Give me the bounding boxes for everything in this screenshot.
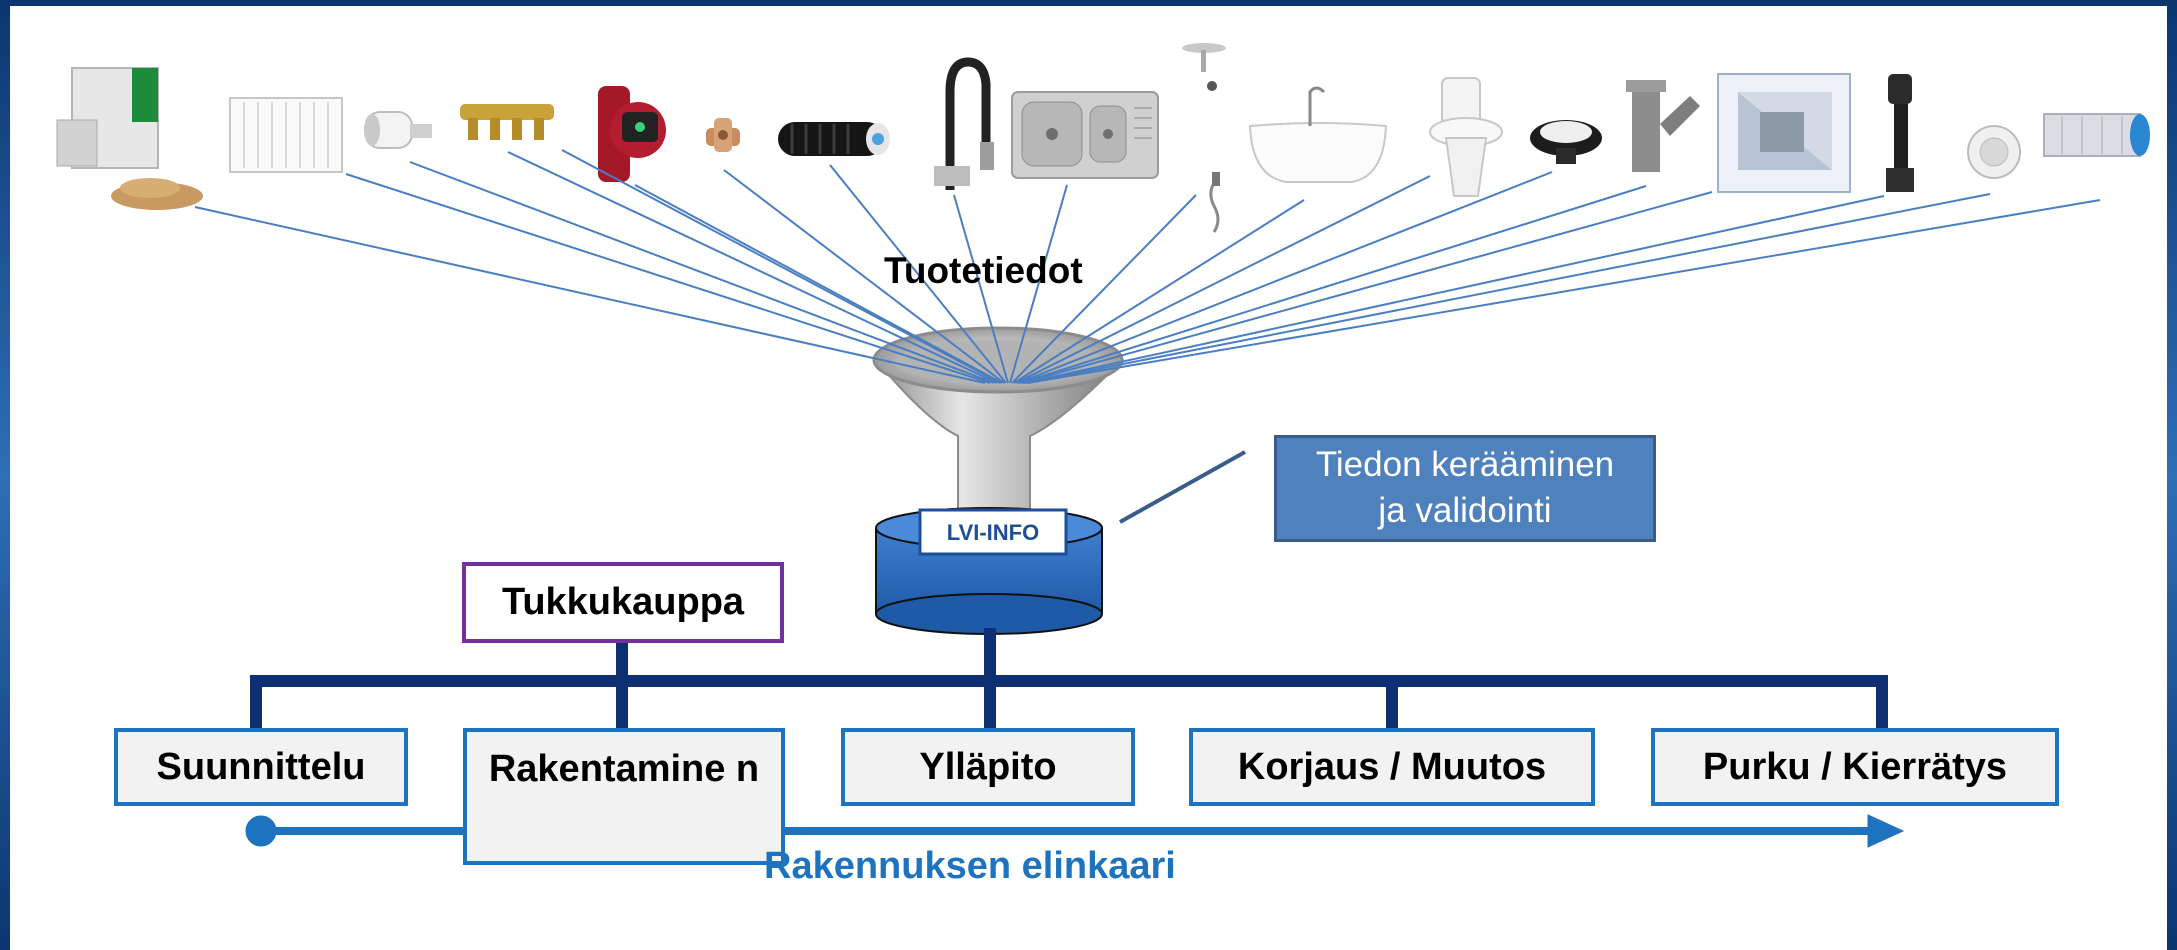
- callout-pointer: [1119, 450, 1246, 524]
- circulation-pump-icon: [598, 86, 666, 182]
- stage-renovation: Korjaus / Muutos: [1189, 728, 1595, 806]
- air-valve-icon: [1967, 125, 2021, 179]
- thermostat-valve-icon: [364, 111, 432, 149]
- stage-construction: Rakentamine n: [463, 728, 785, 865]
- ventilation-unit-icon: [1717, 73, 1851, 193]
- wholesale-box: Tukkukauppa: [462, 562, 784, 643]
- lifecycle-tree-lines: [250, 628, 1888, 730]
- lvi-info-logo: LVI-INFO: [918, 508, 1068, 556]
- pipe-fitting-icon: [706, 118, 740, 152]
- data-collection-callout: Tiedon kerääminen ja validointi: [1274, 435, 1656, 542]
- product-connector-lines: [194, 149, 2101, 384]
- callout-line-1: Tiedon kerääminen: [1315, 445, 1615, 484]
- stage-design: Suunnittelu: [114, 728, 408, 806]
- products-heading: Tuotetiedot: [884, 250, 1083, 291]
- kitchen-faucet-icon: [934, 57, 994, 190]
- toilet-icon: [1429, 77, 1503, 197]
- pellet-boiler-icon: [56, 67, 203, 210]
- bathtub-icon: [1248, 86, 1388, 183]
- floor-drain-icon: [1530, 120, 1602, 164]
- lifecycle-caption: Rakennuksen elinkaari: [764, 845, 1176, 887]
- kitchen-sink-icon: [1011, 91, 1159, 179]
- stage-maintenance: Ylläpito: [841, 728, 1135, 806]
- ventilation-duct-icon: [2043, 113, 2150, 157]
- callout-line-2: ja validointi: [1378, 491, 1552, 530]
- insulated-pipe-icon: [778, 122, 890, 156]
- funnel-icon: [872, 326, 1125, 511]
- lvi-info-logo-text: LVI-INFO: [947, 520, 1039, 545]
- brass-manifold-icon: [460, 104, 554, 140]
- roof-vent-icon: [1886, 74, 1914, 192]
- pipe-branch-icon: [1626, 80, 1700, 172]
- stage-demolition-recycling: Purku / Kierrätys: [1651, 728, 2059, 806]
- shower-set-icon: [1182, 43, 1226, 233]
- radiator-icon: [229, 97, 343, 173]
